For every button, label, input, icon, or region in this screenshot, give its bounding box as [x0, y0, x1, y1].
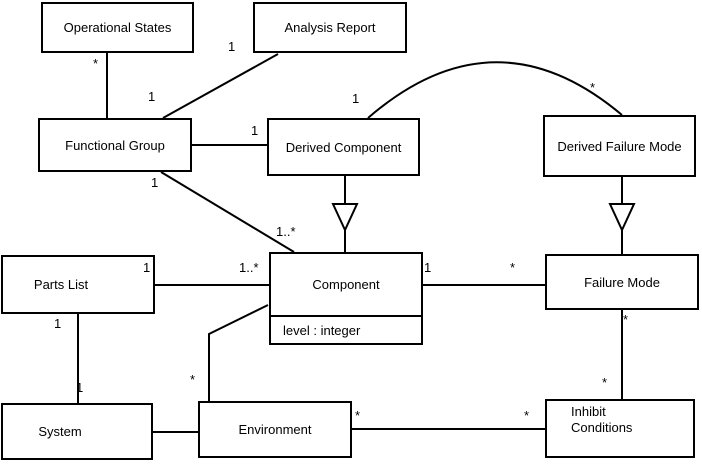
- class-name: System: [38, 424, 82, 439]
- multiplicity-label: 1: [228, 39, 236, 54]
- class-name: Derived Component: [285, 139, 402, 155]
- multiplicity-label: 1..*: [239, 260, 259, 275]
- class-functional-group[interactable]: Functional Group: [38, 118, 192, 172]
- multiplicity-label: *: [623, 312, 629, 327]
- class-operational-states[interactable]: Operational States: [41, 2, 194, 53]
- multiplicity-label: 1: [151, 175, 159, 190]
- multiplicity-label: *: [590, 80, 596, 95]
- multiplicity-label: 1: [148, 89, 156, 104]
- multiplicity-label: *: [355, 408, 361, 423]
- class-derived-component[interactable]: Derived Component: [267, 118, 420, 176]
- class-system[interactable]: System: [1, 403, 153, 460]
- association-component-environment: [208, 304, 269, 401]
- class-inhibit-conditions[interactable]: Inhibit Conditions: [545, 399, 695, 458]
- multiplicity-label: 1: [424, 260, 432, 275]
- multiplicity-label: 1: [143, 260, 151, 275]
- class-name: Derived Failure Mode: [557, 138, 682, 154]
- generalization-triangle-icon: [608, 203, 636, 233]
- class-name: Functional Group: [65, 137, 165, 153]
- class-attribute-compartment: level : integer: [271, 315, 421, 343]
- multiplicity-label: 1: [352, 91, 360, 106]
- class-name: Operational States: [63, 20, 172, 35]
- class-failure-mode[interactable]: Failure Mode: [545, 254, 699, 310]
- class-parts-list[interactable]: Parts List: [1, 255, 155, 314]
- multiplicity-label: *: [510, 260, 516, 275]
- class-name-compartment: Component: [271, 254, 421, 315]
- multiplicity-label: *: [93, 56, 99, 71]
- association-arc-derived-component-derived-failure-mode: [367, 61, 623, 119]
- multiplicity-label: 1: [76, 380, 84, 395]
- class-name: Inhibit Conditions: [571, 404, 633, 435]
- multiplicity-label: *: [190, 372, 196, 387]
- multiplicity-label: *: [602, 375, 608, 390]
- class-name: Failure Mode: [584, 274, 660, 290]
- class-component[interactable]: Component level : integer: [269, 252, 423, 345]
- multiplicity-label: 1..*: [276, 224, 296, 239]
- class-name: Environment: [238, 422, 312, 437]
- association-analysis-report-functional-group: [162, 53, 279, 119]
- generalization-triangle-icon: [331, 203, 359, 233]
- class-name: Analysis Report: [284, 20, 376, 35]
- multiplicity-label: 1: [251, 123, 259, 138]
- class-name: Component: [312, 277, 380, 292]
- class-name: Parts List: [33, 277, 89, 292]
- multiplicity-label: 1: [54, 316, 62, 331]
- multiplicity-label: *: [524, 408, 530, 423]
- class-environment[interactable]: Environment: [198, 401, 352, 458]
- class-attribute: level : integer: [283, 322, 361, 338]
- association-functional-group-component: [160, 171, 295, 253]
- class-derived-failure-mode[interactable]: Derived Failure Mode: [543, 115, 696, 177]
- class-analysis-report[interactable]: Analysis Report: [253, 2, 407, 53]
